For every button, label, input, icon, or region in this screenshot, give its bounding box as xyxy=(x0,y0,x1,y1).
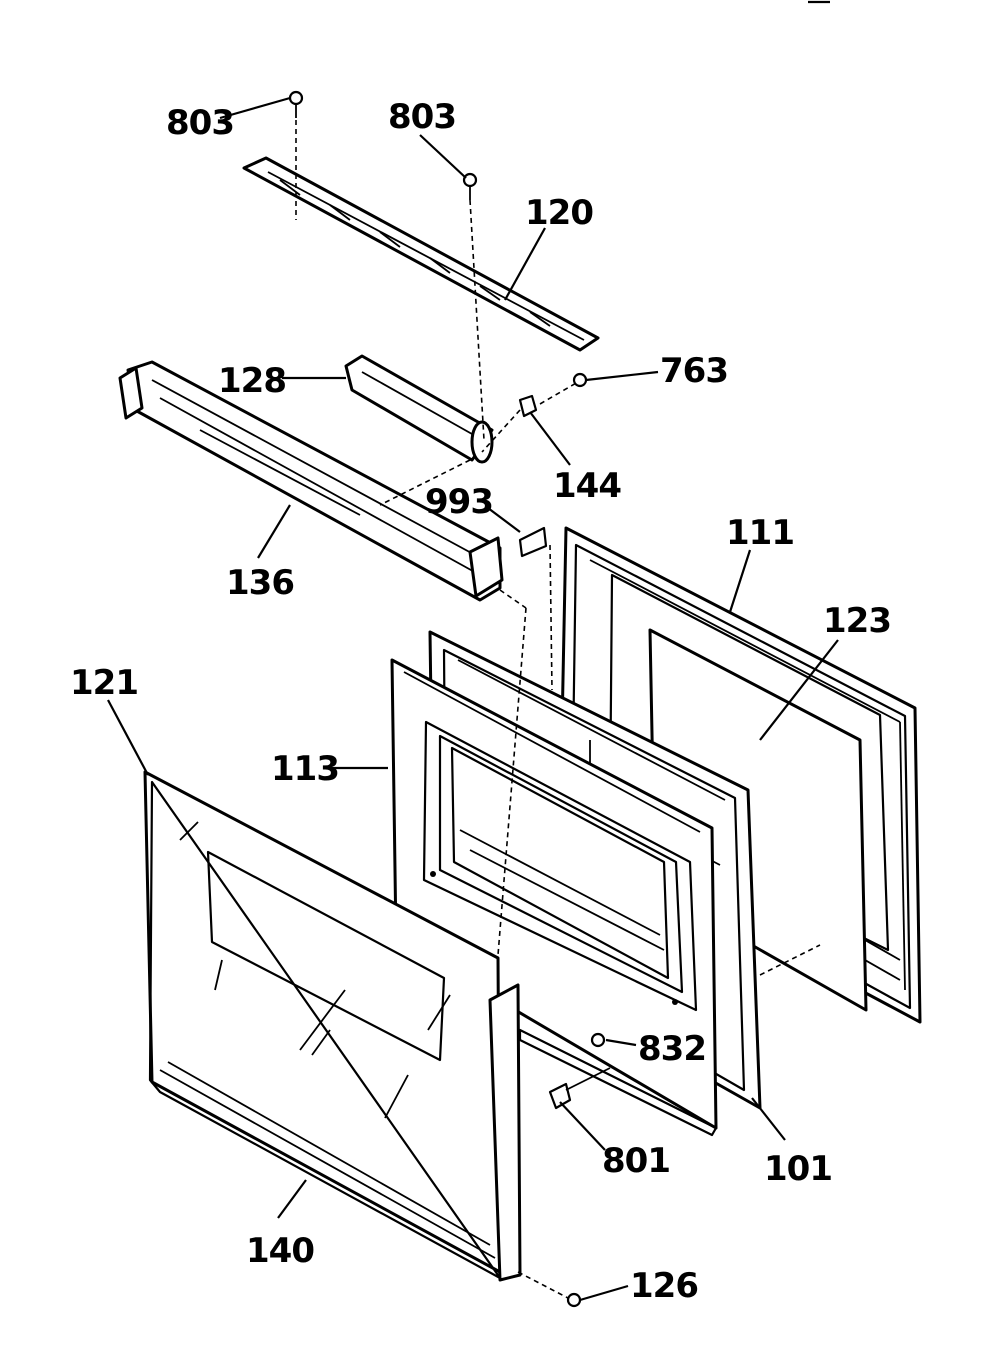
label-140: 140 xyxy=(246,1231,314,1271)
lower-door-strip xyxy=(518,1028,718,1137)
label-803-left: 803 xyxy=(166,103,234,143)
leader-lines xyxy=(107,96,839,1302)
hinge-channel xyxy=(118,360,504,602)
label-763: 763 xyxy=(660,351,728,391)
label-120: 120 xyxy=(525,193,593,233)
side-trim-strip xyxy=(488,983,522,1282)
label-832: 832 xyxy=(638,1029,706,1069)
clip-144 xyxy=(518,394,538,418)
screw-803-right xyxy=(462,172,478,200)
label-128: 128 xyxy=(218,361,286,401)
bracket-993 xyxy=(518,526,548,558)
screw-801 xyxy=(548,1067,611,1110)
screw-126 xyxy=(566,1292,582,1308)
label-113: 113 xyxy=(271,749,339,789)
label-803-right: 803 xyxy=(388,97,456,137)
part-labels: 803 803 120 128 763 144 993 136 111 123 … xyxy=(70,97,892,1306)
outer-door-panel xyxy=(143,770,502,1280)
clip-832 xyxy=(590,1032,606,1048)
label-993: 993 xyxy=(425,482,493,522)
label-126: 126 xyxy=(630,1266,698,1306)
top-vent-strip xyxy=(242,156,600,352)
label-801: 801 xyxy=(602,1141,670,1181)
label-121: 121 xyxy=(70,663,138,703)
label-144: 144 xyxy=(553,466,621,506)
screw-803-left xyxy=(288,90,304,118)
label-111: 111 xyxy=(726,513,794,553)
label-123: 123 xyxy=(823,601,891,641)
assembly-lines xyxy=(295,120,821,1299)
handle-bar xyxy=(344,354,494,464)
label-101: 101 xyxy=(764,1149,832,1189)
screw-763 xyxy=(572,372,588,388)
label-136: 136 xyxy=(226,563,294,603)
